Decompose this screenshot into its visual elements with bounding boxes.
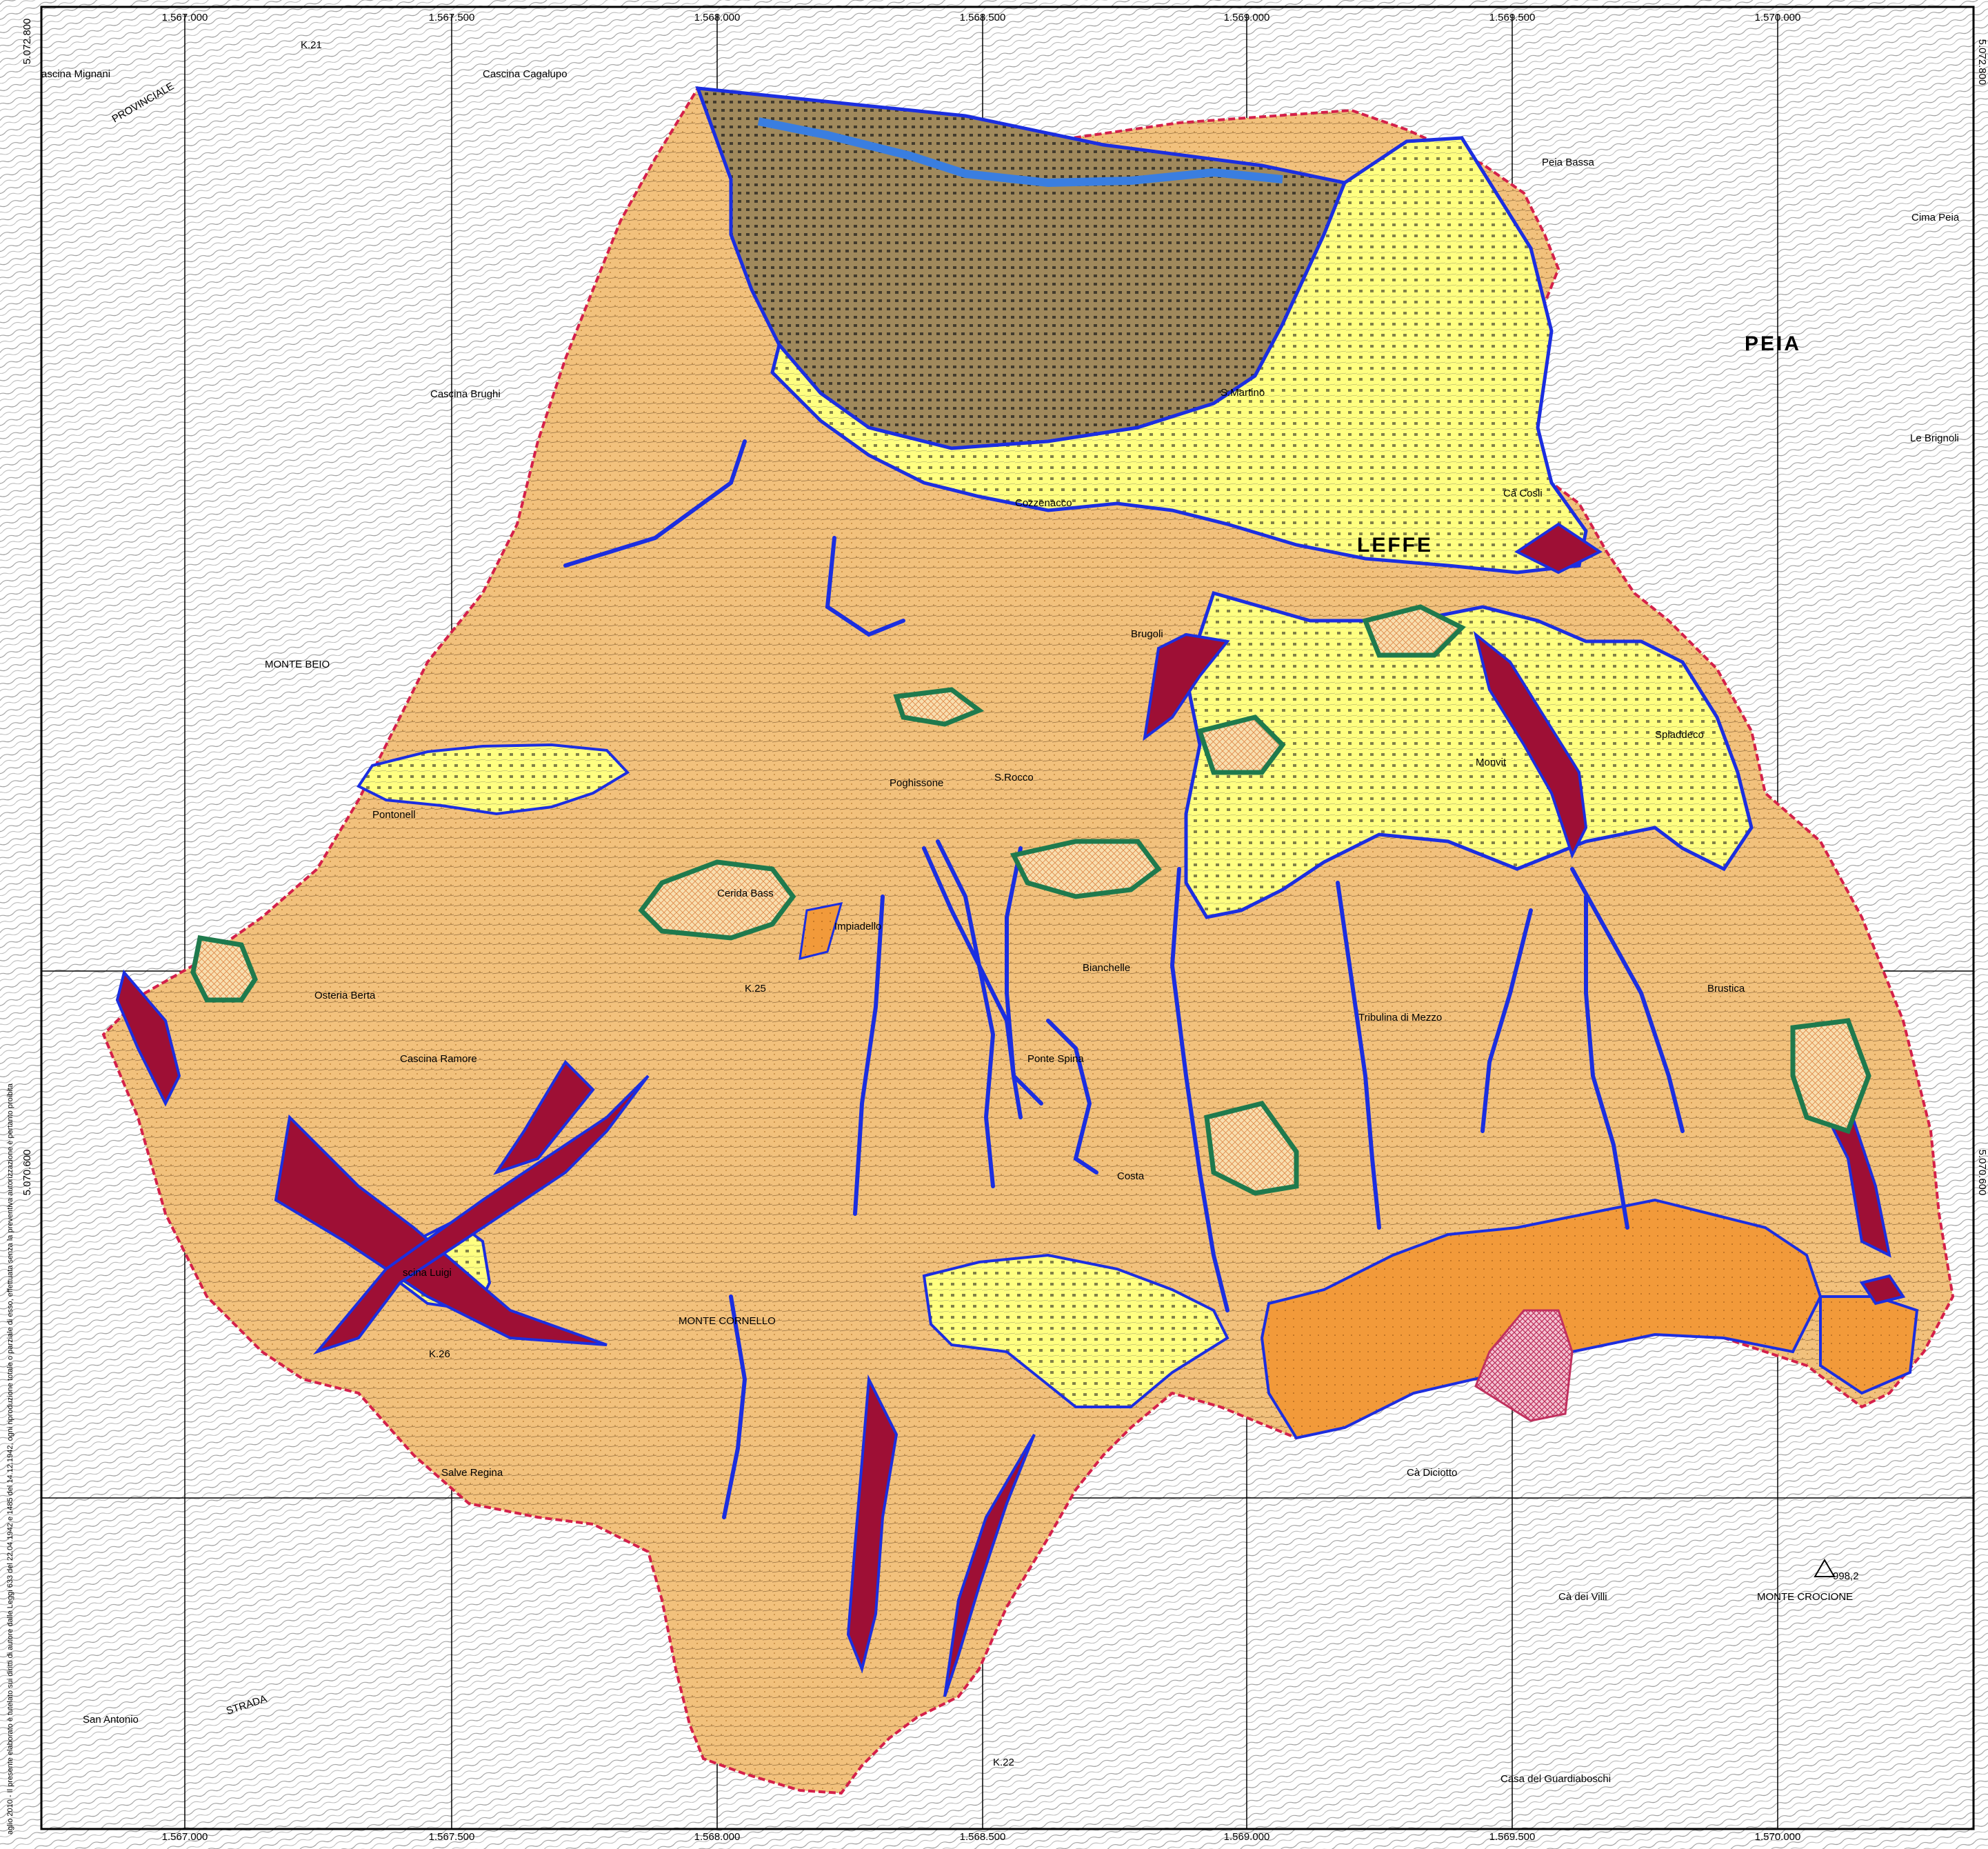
label-pontonelli: Pontonell <box>372 809 416 821</box>
label-ca-cosli: Cà Cosli <box>1503 488 1543 499</box>
x-tick-bottom-6: 1.569.500 <box>1489 1831 1536 1843</box>
label-monte-cornello: MONTE CORNELLO <box>679 1315 776 1327</box>
label-spiaddeco: Spiaddeco <box>1655 729 1704 741</box>
x-ticks-bottom: 1.567.000 1.567.500 1.568.000 1.568.500 … <box>162 1831 1801 1843</box>
x-tick-top-1: 1.567.000 <box>162 12 208 23</box>
river <box>757 117 1283 188</box>
y-tick-right-2: 5.070.600 <box>1976 1150 1988 1196</box>
x-tick-bottom-7: 1.570.000 <box>1755 1831 1801 1843</box>
x-tick-top-2: 1.567.500 <box>429 12 475 23</box>
label-monvit: Monvit <box>1476 757 1507 768</box>
x-tick-bottom-2: 1.567.500 <box>429 1831 475 1843</box>
x-tick-top-5: 1.569.000 <box>1224 12 1270 23</box>
x-ticks-top: 1.567.000 1.567.500 1.568.000 1.568.500 … <box>162 12 1801 23</box>
map-border <box>40 6 1975 1830</box>
x-tick-top-6: 1.569.500 <box>1489 12 1536 23</box>
label-salve-regina: Salve Regina <box>441 1467 503 1479</box>
channel-outlines <box>563 439 1685 1519</box>
label-osteria-berta: Osteria Berta <box>314 990 376 1001</box>
label-k22: K.22 <box>993 1757 1014 1768</box>
zone-pink-hatch <box>1474 1309 1574 1422</box>
label-guardiaboschi: Casa del Guardiaboschi <box>1500 1773 1611 1785</box>
y-tick-left-1: 5.072.800 <box>21 19 33 65</box>
y-ticks: 5.072.800 5.070.600 5.072.800 5.070.600 <box>21 19 1988 1196</box>
x-tick-bottom-3: 1.568.000 <box>694 1831 741 1843</box>
x-tick-bottom-5: 1.569.000 <box>1224 1831 1270 1843</box>
label-cozzanacco: Cozzenacco <box>1015 497 1072 509</box>
label-brugoli: Brugoli <box>1131 628 1163 640</box>
label-peia-bassa: Peia Bassa <box>1542 157 1595 168</box>
label-cerida-bassa: Cerida Bass <box>717 888 774 899</box>
copyright-note: aglio 2010 - Il presente elaborato è tut… <box>6 1083 14 1835</box>
label-impiadello: Impiadello <box>834 921 881 932</box>
label-trebulina: Tribulina di Mezzo <box>1358 1012 1442 1023</box>
label-s-martino: S.Martino <box>1221 387 1265 399</box>
label-k21: K.21 <box>301 39 322 51</box>
label-monte-beio: MONTE BEIO <box>265 659 330 670</box>
zone-urban-west <box>357 743 630 816</box>
y-tick-right-1: 5.072.800 <box>1976 39 1988 86</box>
label-k26: K.26 <box>429 1348 450 1360</box>
x-tick-top-7: 1.570.000 <box>1755 12 1801 23</box>
debris-flow-channels <box>115 522 1906 1697</box>
label-ca-dei-villi: Cà dei Villi <box>1558 1591 1607 1603</box>
x-tick-bottom-4: 1.568.500 <box>960 1831 1006 1843</box>
label-monte-croce: MONTE CROCIONE <box>1757 1591 1853 1603</box>
zone-orange-small <box>799 902 843 960</box>
zone-urban-south <box>922 1253 1229 1408</box>
label-cascina-ramore: Cascina Ramore <box>400 1053 477 1065</box>
x-tick-top-4: 1.568.500 <box>960 12 1006 23</box>
label-bianchelle: Bianchelle <box>1083 962 1130 974</box>
y-tick-left-2: 5.070.600 <box>21 1150 33 1196</box>
label-leffe: LEFFE <box>1357 534 1433 557</box>
label-cascina-mignani: ascina Mignani <box>41 68 110 80</box>
zone-urban-east <box>1184 590 1754 919</box>
label-spot-998: 998,2 <box>1833 1570 1859 1582</box>
x-tick-bottom-1: 1.567.000 <box>162 1831 208 1843</box>
label-ca-diciotto: Cà Diciotto <box>1407 1467 1457 1479</box>
label-ponte-spina: Ponte Spina <box>1027 1053 1084 1065</box>
x-tick-top-3: 1.568.000 <box>694 12 741 23</box>
label-cascina-cagalupo: Cascina Cagalupo <box>483 68 568 80</box>
label-san-antonio: San Antonio <box>83 1714 139 1726</box>
label-s-rocco: S.Rocco <box>994 772 1034 783</box>
label-cascina-luigi: scina Luigi <box>403 1267 452 1279</box>
label-cascina-brughi: Cascina Brughi <box>430 388 501 400</box>
label-costa: Costa <box>1117 1170 1145 1182</box>
label-le-brignoli: Le Brignoli <box>1910 432 1959 444</box>
label-cima-peia: Cima Peia <box>1911 212 1960 223</box>
landslide-areas <box>190 604 1871 1196</box>
summit-marker <box>1814 1559 1836 1577</box>
label-k25: K.25 <box>745 983 766 995</box>
label-peia: PEIA <box>1745 332 1801 355</box>
label-brustica: Brustica <box>1707 983 1745 995</box>
label-poghissone: Poghissone <box>890 777 943 789</box>
zone-urban-north <box>770 136 1588 574</box>
